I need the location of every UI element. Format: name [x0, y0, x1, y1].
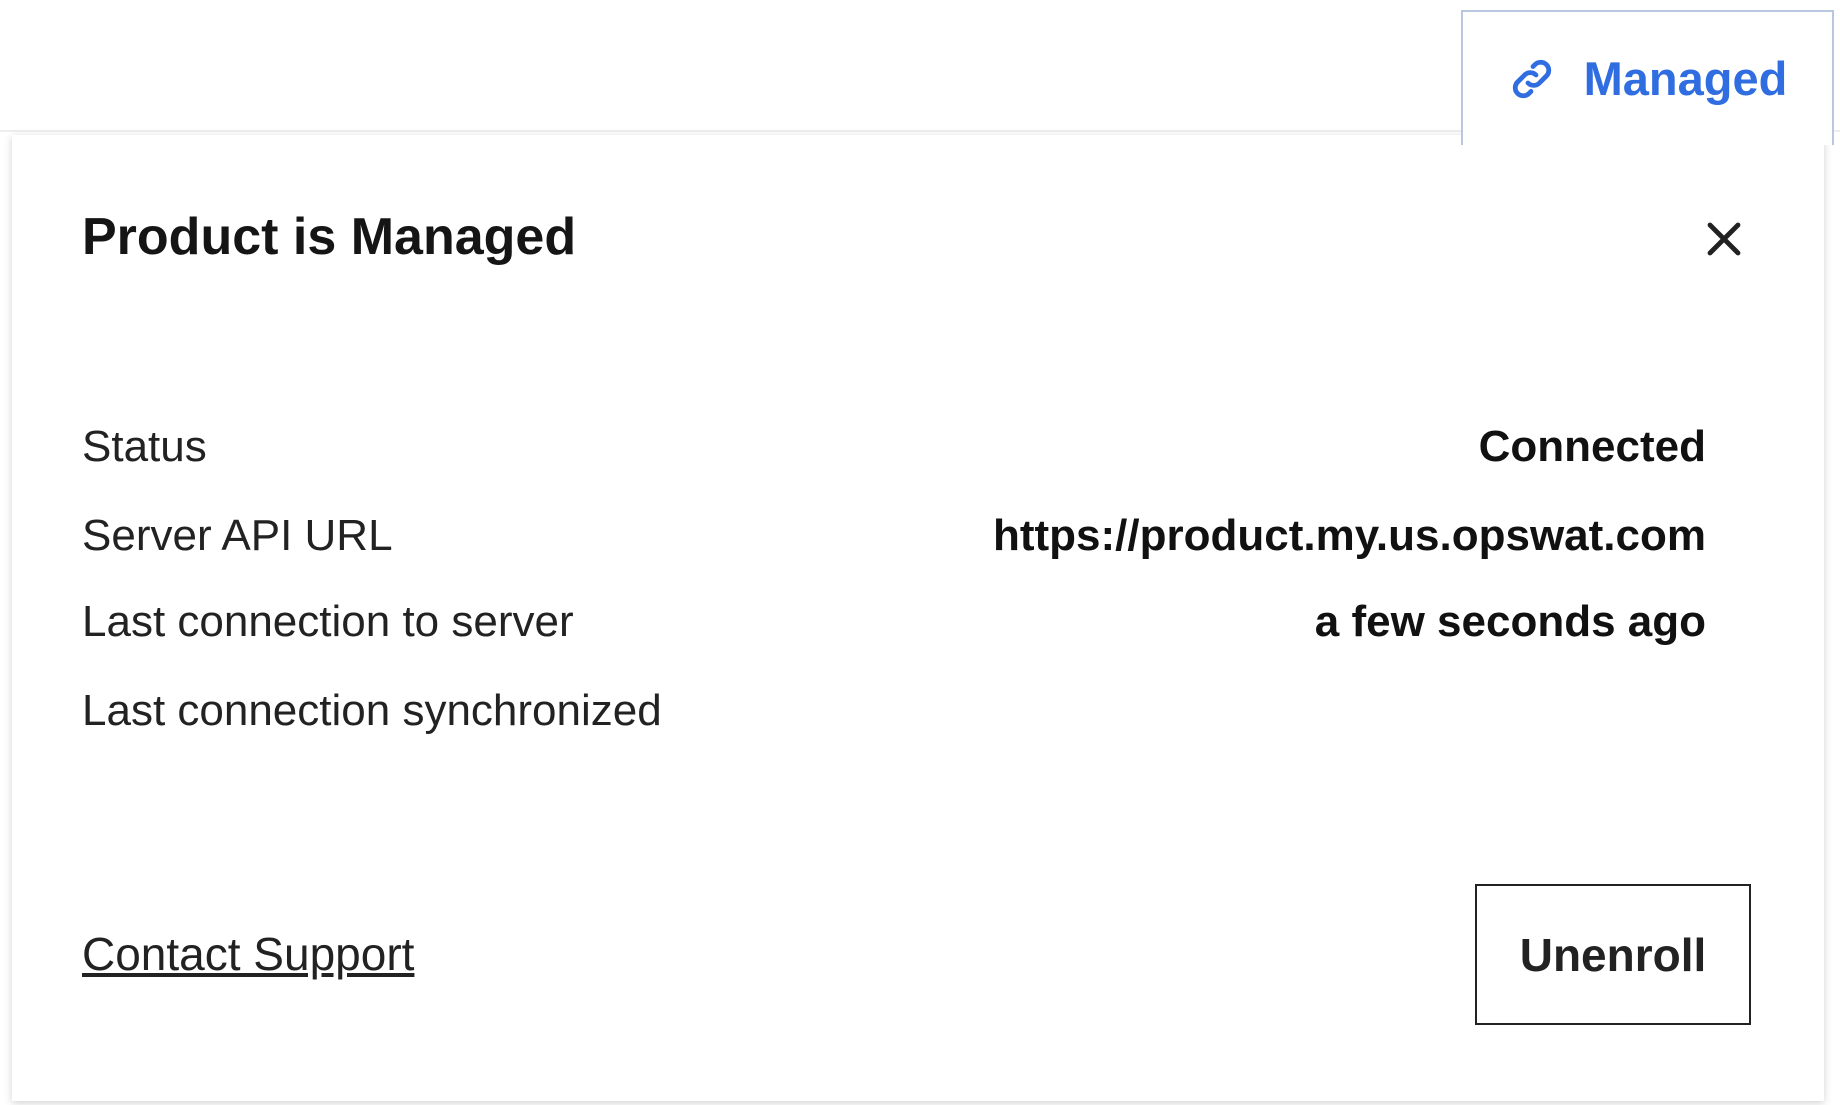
link-icon [1512, 59, 1551, 98]
row-label: Status [82, 422, 207, 471]
unenroll-button[interactable]: Unenroll [1475, 884, 1751, 1025]
managed-label: Managed [1583, 52, 1788, 105]
row-value: a few seconds ago [1314, 597, 1706, 646]
popover-title: Product is Managed [82, 208, 577, 266]
managed-button[interactable]: Managed [1461, 10, 1834, 145]
contact-support-link[interactable]: Contact Support [82, 928, 415, 980]
row-label: Server API URL [82, 511, 393, 560]
row-value: https://product.my.us.opswat.com [992, 511, 1706, 560]
header-divider [0, 130, 1840, 132]
info-row-last-sync: Last connection synchronized [82, 686, 1706, 736]
close-icon[interactable] [1700, 215, 1748, 263]
info-row-server-url: Server API URL https://product.my.us.ops… [82, 511, 1706, 561]
row-label: Last connection synchronized [82, 686, 662, 735]
managed-popover: Product is Managed Status Connected Serv… [12, 135, 1824, 1101]
row-value: Connected [1478, 422, 1706, 471]
info-row-last-connection: Last connection to server a few seconds … [82, 597, 1706, 647]
info-row-status: Status Connected [82, 422, 1706, 472]
row-label: Last connection to server [82, 597, 574, 646]
